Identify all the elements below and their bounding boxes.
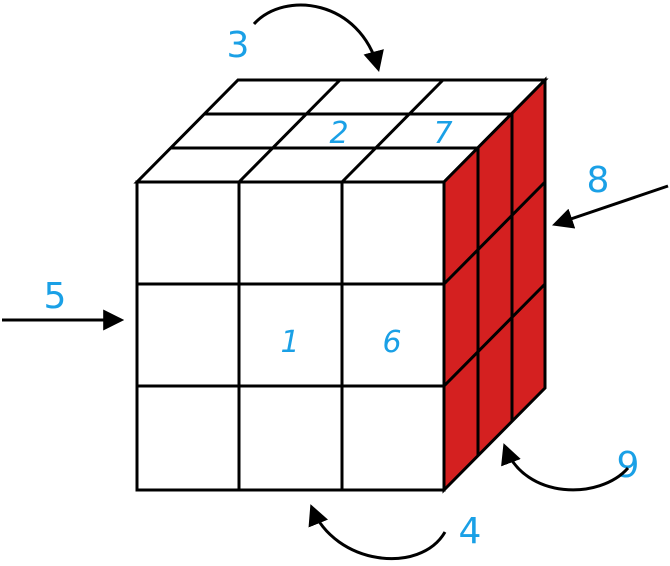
front-face-grid bbox=[137, 182, 444, 490]
curved-arrow-top bbox=[252, 3, 384, 73]
cell-label-top-middle-back: 2 bbox=[329, 116, 348, 151]
pointer-label-left: 5 bbox=[44, 276, 67, 317]
curved-arrow-bottom-right bbox=[501, 443, 630, 492]
cell-label-front-right-middle: 6 bbox=[382, 325, 401, 360]
pointer-label-right: 8 bbox=[587, 160, 610, 201]
cell-label-top-right-back: 7 bbox=[433, 116, 452, 151]
cube-front-face bbox=[135, 180, 446, 492]
straight-arrow-right bbox=[552, 184, 669, 229]
pointer-label-top: 3 bbox=[227, 25, 250, 66]
pointer-label-bottom: 4 bbox=[459, 511, 482, 552]
right-face-grid bbox=[442, 114, 547, 456]
curved-arrow-bottom bbox=[308, 504, 447, 561]
pointer-label-bottom-right: 9 bbox=[617, 445, 640, 486]
cell-label-front-center: 1 bbox=[280, 325, 299, 360]
top-face-grid bbox=[171, 78, 512, 184]
